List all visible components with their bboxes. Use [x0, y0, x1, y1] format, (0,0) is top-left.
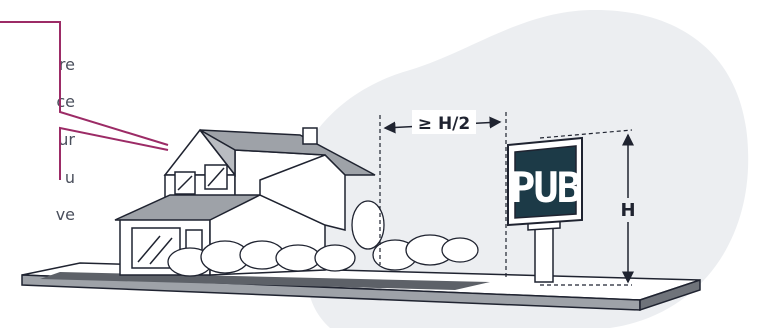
callout-line [0, 22, 168, 180]
height-label: H [620, 200, 635, 221]
sign-text: PUB [510, 163, 581, 212]
distance-label: ≥ H/2 [418, 114, 470, 134]
